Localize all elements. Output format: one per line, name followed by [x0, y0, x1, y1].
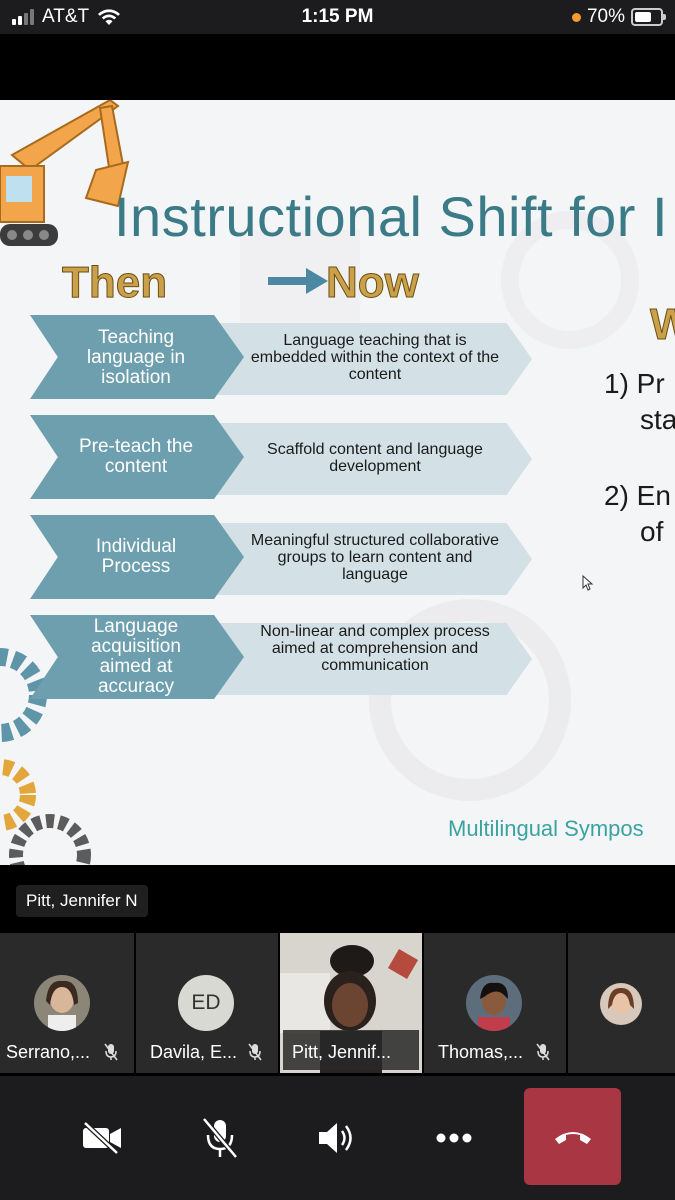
participant-name: Davila, E...: [150, 1042, 238, 1062]
participant-tile-active[interactable]: Pitt, Jennif...: [280, 933, 422, 1073]
name-overlay: [283, 1030, 419, 1070]
orange-dot-indicator-icon: [571, 12, 581, 22]
clock: 1:15 PM: [301, 6, 374, 27]
call-controls: [0, 1076, 675, 1200]
then-chevron: [30, 515, 244, 599]
status-right: 70%: [571, 6, 666, 28]
slide-footer: Multilingual Sympos: [448, 816, 644, 841]
mic-toggle-button[interactable]: [172, 1090, 268, 1186]
shared-slide: Instructional Shift for I Then Now W Tea…: [0, 100, 675, 865]
right-list-item: of: [640, 516, 664, 547]
mouse-cursor-icon: [582, 575, 594, 591]
participant-tile[interactable]: Serrano,...: [0, 933, 134, 1073]
participant-strip[interactable]: Serrano,... ED Davila, E... Pitt, Jennif…: [0, 933, 675, 1075]
more-options-button[interactable]: [406, 1090, 502, 1186]
video-toggle-button[interactable]: [54, 1090, 150, 1186]
status-bar: AT&T 1:15 PM 70%: [0, 0, 675, 34]
mic-muted-icon: [248, 1043, 262, 1061]
hang-up-button[interactable]: [524, 1088, 621, 1185]
mic-muted-icon: [536, 1043, 550, 1061]
now-text: Language teaching that is embedded withi…: [250, 332, 500, 383]
shift-row: Pre-teach the content Scaffold content a…: [0, 415, 675, 515]
participant-tile[interactable]: Thomas,...: [424, 933, 566, 1073]
right-list-item: sta: [640, 404, 675, 435]
slide-title: Instructional Shift for I: [114, 185, 669, 248]
then-text: Pre-teach the content: [78, 436, 194, 477]
battery-percent: 70%: [586, 6, 625, 27]
right-list-item: 2) En: [604, 480, 671, 511]
shift-row: Language acquisition aimed at accuracy N…: [0, 615, 675, 715]
excavator-graphic: [0, 100, 130, 246]
speaker-button[interactable]: [290, 1090, 386, 1186]
participant-tile[interactable]: ED Davila, E...: [136, 933, 278, 1073]
now-chevron: [214, 523, 532, 595]
shift-row: Teaching language in isolation Language …: [0, 315, 675, 415]
participant-tile[interactable]: [568, 933, 675, 1073]
avatar: [34, 975, 90, 1031]
then-chevron: [30, 615, 244, 699]
now-text: Meaningful structured collaborative grou…: [250, 532, 500, 583]
then-heading: Then: [61, 258, 168, 308]
then-text: Teaching language in isolation: [86, 327, 186, 388]
phone-hangup-icon: [554, 1131, 591, 1144]
participant-name: Serrano,...: [6, 1042, 91, 1062]
then-chevron: [30, 315, 244, 399]
then-text: Individual Process: [95, 536, 177, 577]
status-left: AT&T: [12, 6, 121, 28]
participant-name: Pitt, Jennif...: [292, 1042, 392, 1062]
now-text: Scaffold content and language developmen…: [267, 441, 483, 475]
active-speaker-label: Pitt, Jennifer N: [16, 885, 148, 917]
arrow-right-icon: [268, 268, 328, 294]
battery-icon: [631, 8, 666, 26]
mic-off-icon: [202, 1117, 238, 1159]
now-text: Non-linear and complex process aimed at …: [260, 623, 490, 674]
mic-muted-icon: [104, 1043, 118, 1061]
then-text: Language acquisition aimed at accuracy: [91, 616, 181, 697]
cell-signal-icon: [12, 9, 34, 25]
shift-row: Individual Process Meaningful structured…: [0, 515, 675, 615]
avatar-initials: ED: [178, 975, 234, 1031]
video-off-icon: [83, 1121, 121, 1155]
speaker-icon: [319, 1123, 352, 1153]
wifi-icon: [98, 9, 121, 25]
more-dots-icon: [436, 1133, 472, 1143]
now-heading: Now: [326, 258, 420, 308]
carrier-label: AT&T: [42, 6, 90, 27]
participant-name: Thomas,...: [438, 1042, 524, 1062]
avatar: [466, 975, 522, 1031]
now-chevron: [214, 623, 532, 695]
right-list-item: 1) Pr: [604, 368, 665, 399]
now-chevron: [214, 423, 532, 495]
right-heading-fragment: W: [650, 300, 675, 350]
now-chevron: [214, 323, 532, 395]
then-chevron: [30, 415, 244, 499]
avatar: [600, 983, 642, 1025]
